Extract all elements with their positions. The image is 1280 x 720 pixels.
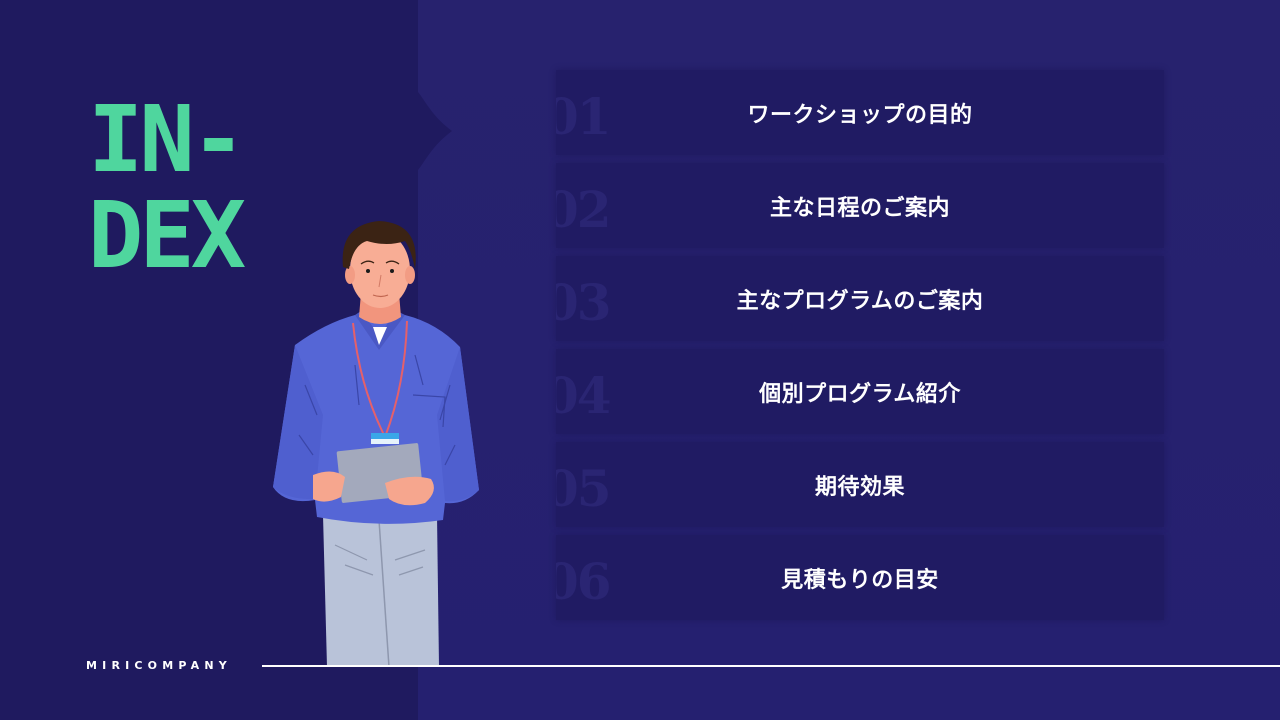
- panel-arrow-notch: [418, 92, 452, 170]
- menu-item-02[interactable]: 02 主な日程のご案内: [556, 163, 1164, 248]
- menu-item-number: 06: [556, 551, 612, 611]
- brand-name: MIRICOMPANY: [86, 659, 232, 672]
- title-line-2: DEX: [88, 182, 246, 289]
- menu-item-05[interactable]: 05 期待効果: [556, 442, 1164, 527]
- menu-item-04[interactable]: 04 個別プログラム紹介: [556, 349, 1164, 434]
- menu-item-number: 05: [556, 458, 612, 518]
- person-with-tablet-icon: [273, 221, 479, 667]
- menu-item-number: 03: [556, 272, 612, 332]
- title-line-1: IN-: [88, 86, 246, 193]
- menu-item-01[interactable]: 01 ワークショップの目的: [556, 70, 1164, 155]
- menu-item-label: 主な日程のご案内: [769, 195, 950, 221]
- menu-item-label: 主なプログラムのご案内: [736, 288, 984, 314]
- index-menu: 01 ワークショップの目的 02 主な日程のご案内 03 主なプログラムのご案内…: [556, 70, 1164, 628]
- footer-divider: [262, 665, 1280, 667]
- menu-item-03[interactable]: 03 主なプログラムのご案内: [556, 256, 1164, 341]
- menu-item-label: 個別プログラム紹介: [759, 381, 961, 407]
- menu-item-label: 見積もりの目安: [781, 567, 939, 593]
- menu-item-number: 04: [556, 365, 612, 425]
- menu-item-label: 期待効果: [814, 474, 905, 500]
- menu-item-label: ワークショップの目的: [747, 102, 973, 128]
- menu-item-number: 01: [556, 86, 612, 146]
- menu-item-number: 02: [556, 179, 612, 239]
- menu-item-06[interactable]: 06 見積もりの目安: [556, 535, 1164, 620]
- page-title: IN- DEX: [88, 86, 246, 289]
